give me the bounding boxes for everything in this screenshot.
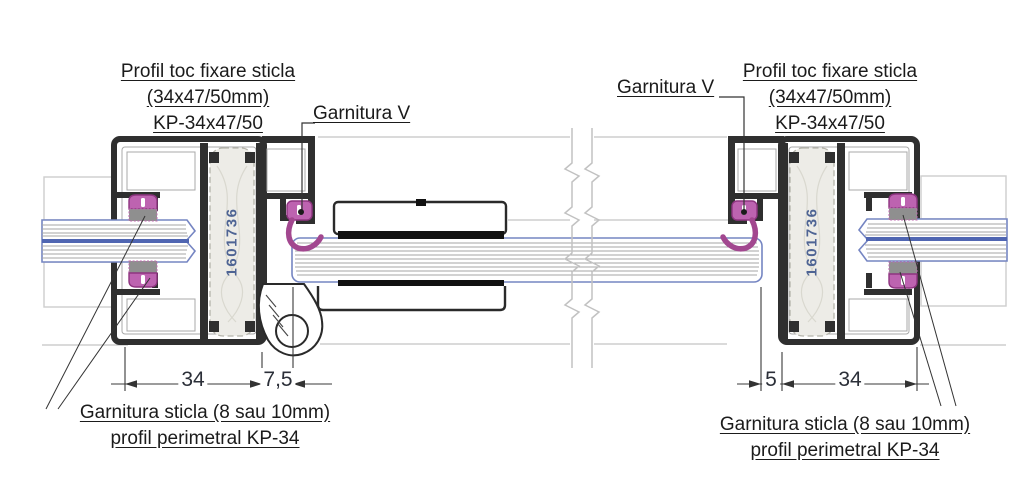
dim-offset-left: 7,5 bbox=[260, 368, 296, 392]
glass-clamp-top bbox=[332, 199, 508, 239]
pivot-latch bbox=[257, 283, 324, 357]
left-profile-label-line2: (34x47/50mm) bbox=[146, 87, 270, 108]
gasket-v-callout-left: Garnitura V bbox=[313, 103, 411, 124]
right-profile-label-line2: (34x47/50mm) bbox=[768, 87, 892, 108]
break-lines bbox=[563, 128, 601, 368]
right-profile-label-line3: KP-34x47/50 bbox=[775, 113, 885, 134]
glass-gasket-label-left: Garnitura sticla (8 sau 10mm) profil per… bbox=[72, 400, 338, 452]
right-profile-label: Profil toc fixare sticla (34x47/50mm) KP… bbox=[724, 59, 936, 137]
glass-gasket-label-right-line1: Garnitura sticla (8 sau 10mm) bbox=[719, 414, 971, 435]
leader-lines bbox=[45, 96, 957, 410]
central-glass-panel bbox=[291, 237, 763, 283]
thermal-insert-left: 1601736 bbox=[209, 147, 255, 337]
left-profile-label-line1: Profil toc fixare sticla bbox=[120, 61, 296, 82]
left-profile-label-line3: KP-34x47/50 bbox=[153, 113, 263, 134]
dim-width-left: 34 bbox=[178, 368, 208, 392]
gasket-v-callout-right: Garnitura V bbox=[617, 77, 715, 98]
glass-gasket-label-right: Garnitura sticla (8 sau 10mm) profil per… bbox=[712, 412, 978, 464]
glass-clamp-bottom bbox=[316, 280, 507, 312]
glass-gasket-label-left-line1: Garnitura sticla (8 sau 10mm) bbox=[79, 402, 331, 423]
right-profile-label-line1: Profil toc fixare sticla bbox=[742, 61, 918, 82]
glass-panel-right bbox=[857, 218, 1008, 262]
glass-gasket-top-right bbox=[888, 193, 918, 221]
profile-code-right: 1601736 bbox=[804, 208, 821, 277]
glass-gasket-bottom-left bbox=[128, 260, 158, 288]
dim-width-right: 34 bbox=[835, 368, 865, 392]
dim-offset-right: 5 bbox=[762, 368, 780, 392]
faded-panel-bottom-right bbox=[920, 260, 1007, 307]
glass-gasket-label-right-line2: profil perimetral KP-34 bbox=[750, 440, 940, 461]
thermal-insert-right: 1601736 bbox=[789, 147, 835, 337]
glass-gasket-top-left bbox=[128, 194, 158, 222]
glass-gasket-bottom-right bbox=[888, 261, 918, 289]
profile-code-left: 1601736 bbox=[224, 208, 241, 277]
faded-background-lines bbox=[42, 136, 1007, 346]
faded-panel-top-right bbox=[920, 175, 1007, 220]
glass-gasket-label-left-line2: profil perimetral KP-34 bbox=[110, 428, 300, 449]
left-profile-label: Profil toc fixare sticla (34x47/50mm) KP… bbox=[102, 59, 314, 137]
glass-panel-left bbox=[41, 219, 197, 263]
